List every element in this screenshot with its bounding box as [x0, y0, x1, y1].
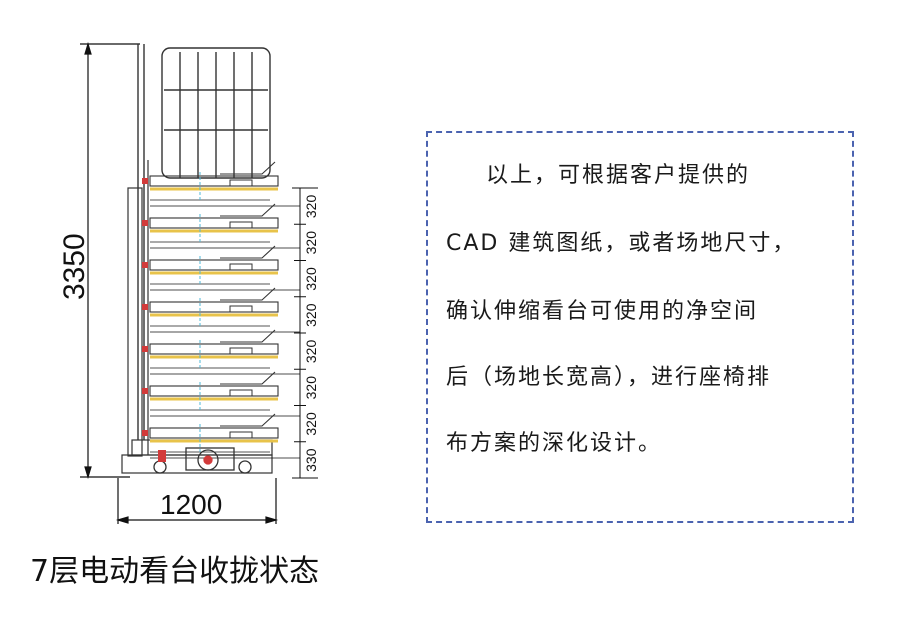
seat-tier	[142, 329, 300, 375]
width-dimension-label: 1200	[160, 489, 222, 520]
note-line-4: 后（场地长宽高），进行座椅排	[446, 365, 772, 390]
tier-dimension-label: 320	[303, 340, 319, 364]
tier-dimension-label: 330	[303, 448, 319, 472]
seat-tier	[142, 413, 300, 459]
height-dimension	[80, 41, 140, 480]
height-dimension-label: 3350	[58, 233, 91, 300]
tier-dimension-label: 320	[303, 412, 319, 436]
seat-tier	[142, 203, 300, 249]
note-line-5: 布方案的深化设计。	[446, 431, 663, 456]
seat-tier	[142, 245, 300, 291]
tier-dimension-label: 320	[303, 303, 319, 327]
tier-dimension-label: 320	[303, 376, 319, 400]
seat-tier	[142, 161, 300, 207]
seat-tiers	[142, 161, 300, 459]
seat-tier	[142, 287, 300, 333]
tier-dimension-label: 320	[303, 231, 319, 255]
seat-tier	[142, 371, 300, 417]
tier-dimension-labels: 320 320 320 320 320 320 320 330	[294, 187, 319, 472]
note-box: 以上，可根据客户提供的 CAD 建筑图纸，或者场地尺寸， 确认伸缩看台可使用的净…	[426, 131, 854, 523]
drive-unit	[153, 447, 252, 474]
width-dimension	[115, 478, 279, 524]
caption: 7层电动看台收拢状态	[30, 554, 320, 589]
tier-dimension-label: 320	[303, 195, 319, 219]
note-line-1: 以上，可根据客户提供的	[486, 163, 751, 188]
back-railing	[137, 44, 271, 440]
tier-dimension-label: 320	[303, 267, 319, 291]
note-line-3: 确认伸缩看台可使用的净空间	[446, 299, 759, 324]
note-line-2: CAD 建筑图纸，或者场地尺寸，	[446, 231, 797, 256]
